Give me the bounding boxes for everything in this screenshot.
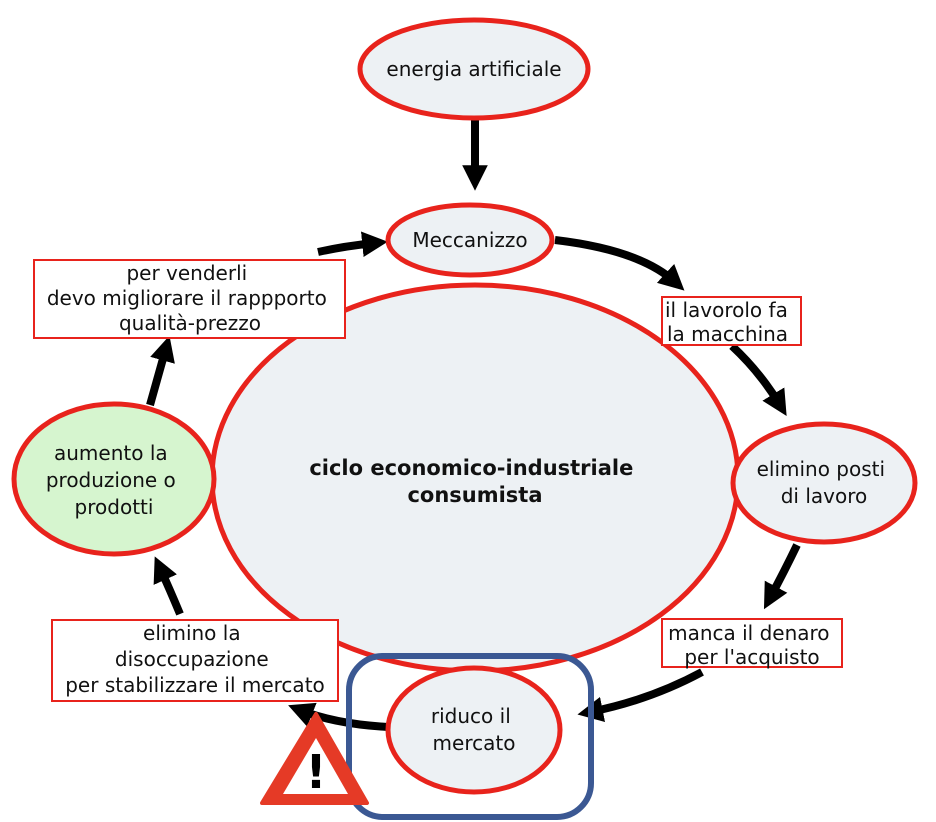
warning-triangle-icon: ! — [260, 712, 369, 805]
warning-exclamation: ! — [306, 745, 327, 799]
node-elimino-posti-label: elimino posti di lavoro — [757, 457, 892, 508]
edge-label-manca: manca il denaro per l'acquisto — [661, 618, 843, 669]
node-riduco-mercato: riduco il mercato — [385, 665, 563, 795]
arrow-aumento-to-vendere — [146, 335, 175, 407]
node-center: ciclo economico-industriale consumista — [209, 282, 741, 674]
node-center-label: ciclo economico-industriale consumista — [309, 456, 640, 507]
edge-label-lavorolo: il lavorolo fa la macchina — [661, 296, 802, 346]
arrow-meccanizzo-to-lavorolo — [554, 236, 685, 291]
arrow-disoccupazione-to-aumento — [153, 556, 184, 616]
arrow-vendere-to-meccanizzo — [317, 231, 388, 258]
arrow-lavorolo-to-elimino-posti — [729, 343, 787, 416]
arrow-elimino-posti-to-manca — [763, 543, 801, 610]
node-meccanizzo: Meccanizzo — [385, 202, 555, 278]
edge-label-disoccupazione: elimino la disoccupazione per stabilizza… — [51, 619, 339, 702]
node-energia-artificiale: energia artificiale — [357, 17, 591, 121]
node-riduco-label: riduco il mercato — [431, 704, 517, 755]
node-aumento-label: aumento la produzione o prodotti — [46, 441, 182, 519]
node-meccanizzo-label: Meccanizzo — [412, 228, 527, 252]
edge-label-vendere: per venderli devo migliorare il rappport… — [33, 259, 346, 339]
focus-highlight-frame — [346, 653, 594, 820]
node-elimino-posti: elimino posti di lavoro — [730, 421, 918, 545]
edge-label-lavorolo-text: il lavorolo fa la macchina — [665, 298, 794, 346]
arrow-riduco-to-disoccupazione — [288, 702, 389, 731]
edge-label-manca-text: manca il denaro per l'acquisto — [668, 621, 836, 669]
arrow-manca-to-riduco — [577, 668, 704, 723]
node-energia-label: energia artificiale — [386, 57, 561, 81]
node-aumento-produzione: aumento la produzione o prodotti — [11, 401, 217, 557]
arrows — [146, 120, 801, 731]
edge-label-disoccupazione-text: elimino la disoccupazione per stabilizza… — [65, 621, 325, 697]
edge-label-vendere-text: per venderli devo migliorare il rappport… — [47, 261, 333, 335]
